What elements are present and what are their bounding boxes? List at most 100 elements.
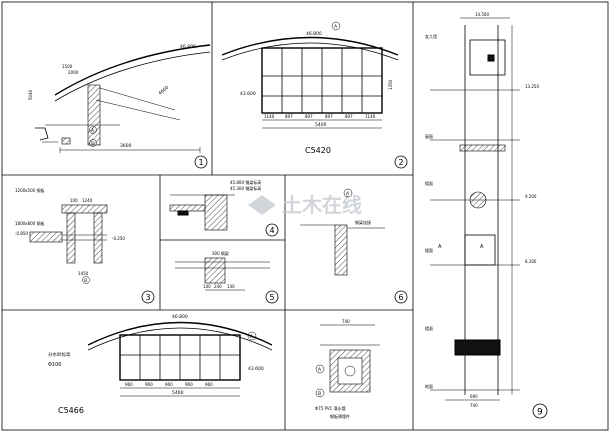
panel-2-window-c5420: 46.800 A 43.600 1140 897 897 897 897 114… [221,21,408,169]
p2-number-circle [394,155,408,169]
p1-axis-a [89,126,97,134]
p3-label-3: -0.850 [15,231,28,236]
p9-number-circle [532,403,548,419]
p2-number: 2 [399,158,404,167]
panel-4-beam-detail: 45.800 钢梁标高 45.300 钢梁标高 4 [169,179,279,237]
p2-dim-total: 5400 [315,122,327,128]
p7-elev-bottom: 43.600 [248,366,264,372]
p4-number: 4 [270,226,275,235]
panel-9-wall-section: 14.500 690 740 13.250 9.200 8.100 女儿墙 屋面… [425,12,548,419]
p9-label-2: 屋面 [425,133,433,139]
p8-dim-top: 740 [342,319,350,324]
p2-dim-3: 897 [305,114,313,119]
p7-elev-top: 46.800 [172,314,188,320]
p5-label-1: 300 钢梁 [212,250,229,256]
p9-number: 9 [537,408,543,418]
svg-text:B: B [84,278,87,283]
p3-axis-b [82,276,90,284]
p9-label-1: 女儿墙 [425,33,437,39]
p1-dim-slope: 4600 [157,84,170,96]
p9-label-5: 楼面 [425,325,433,331]
p6-number: 6 [399,293,404,302]
p5-label-3: 240 [214,284,222,289]
p8-axis-a [315,364,325,374]
p2-elev-top: 46.800 [306,31,322,37]
p7-caption: C5466 [58,406,84,415]
p2-dim-1: 1140 [264,114,275,119]
p3-dim-b: 1240 [82,198,93,203]
p1-elev: 46.800 [180,44,196,50]
panel-8-drainpipe-detail: 740 A B Φ75 PVC 落水管 钢板预埋件 [315,319,380,419]
p7-dim-total: 5460 [172,390,184,396]
p9-elev-1: 13.250 [525,84,539,89]
panel-7-window-c5466: 960 960 960 960 960 5460 46.800 43.600 A… [48,314,273,415]
p3-label-4: -0.250 [112,236,125,241]
svg-text:A: A [334,24,338,30]
panel-5-beam-joint: 300 钢梁 140 240 140 5 [175,250,279,304]
p8-axis-b [315,388,325,398]
p2-dim-6: 1140 [365,114,376,119]
p3-dim: 1450 [78,271,89,276]
p2-dim-5: 897 [345,114,353,119]
p1-dim-b: 2000 [68,70,79,75]
p2-elev-bottom: 43.600 [240,91,256,97]
p3-label-2: 1800x800 钢板 [15,220,44,226]
p3-label-1: 1200x500 钢板 [15,187,44,193]
p2-caption: C5420 [305,146,331,155]
p6-label: 钢梁连接 [355,219,371,225]
svg-text:A: A [250,334,254,340]
p9-dim-bottom-1: 690 [470,394,478,399]
p7-dim-2: 960 [145,382,153,387]
p3-number-circle [141,290,155,304]
p3-number: 3 [146,293,151,302]
p8-label-1: Φ75 PVC 落水管 [315,405,346,411]
p7-dim-5: 960 [205,382,213,387]
p7-dim-1: 960 [125,382,133,387]
p8-label-2: 钢板预埋件 [330,413,350,419]
p9-dim-top: 14.500 [475,12,489,17]
p2-dim-4: 897 [325,114,333,119]
p3-dim-a: 100 [70,198,78,203]
p5-number-circle [265,290,279,304]
p6-axis-a [343,188,353,198]
p9-elev-2: 9.200 [525,194,537,199]
panel-6-column-detail: A 钢梁连接 6 [300,188,408,304]
p7-label-1: 分水岭标高 [48,351,71,358]
p9-label-4: 楼面 [425,247,433,253]
svg-text:B: B [91,141,94,146]
p6-number-circle [394,290,408,304]
p1-axis-b [89,139,97,147]
svg-text:A: A [318,367,322,373]
p7-axis-a [247,331,257,341]
svg-text:A: A [91,128,94,133]
p9-dim-bottom-2: 740 [470,403,478,408]
svg-text:B: B [318,391,321,397]
panel-3-foundation-detail: 1200x500 钢板 1800x800 钢板 -0.850 -0.250 14… [15,187,155,304]
p9-axis-a-2: A [480,244,484,250]
p4-label-2: 45.300 钢梁标高 [230,185,261,191]
p7-dim-4: 960 [185,382,193,387]
p9-elev-3: 8.100 [525,259,537,264]
p5-number: 5 [270,293,275,302]
p9-label-3: 楼面 [425,180,433,186]
p1-dim-a: 1500 [62,64,73,69]
p9-axis-a-1: A [438,244,442,250]
p7-dim-3: 960 [165,382,173,387]
p4-label-1: 45.800 钢梁标高 [230,179,261,185]
p1-dim-height: 5040 [28,89,33,100]
svg-text:A: A [346,191,350,197]
p1-dim-width: 3600 [120,143,132,149]
p9-label-6: 地面 [425,383,433,389]
watermark: 土木在线 [248,193,362,217]
p2-axis-a [331,21,341,31]
p2-dim-h: 1350 [388,79,393,90]
panel-1-canopy-section: 3600 46.800 4600 1500 2000 5040 A B 1 [28,44,211,169]
p5-label-2: 140 [203,284,211,289]
p1-number: 1 [199,158,204,167]
p7-label-2: Φ100 [48,362,61,368]
p1-number-circle [194,155,208,169]
p4-number-circle [265,223,279,237]
p5-label-4: 140 [227,284,235,289]
